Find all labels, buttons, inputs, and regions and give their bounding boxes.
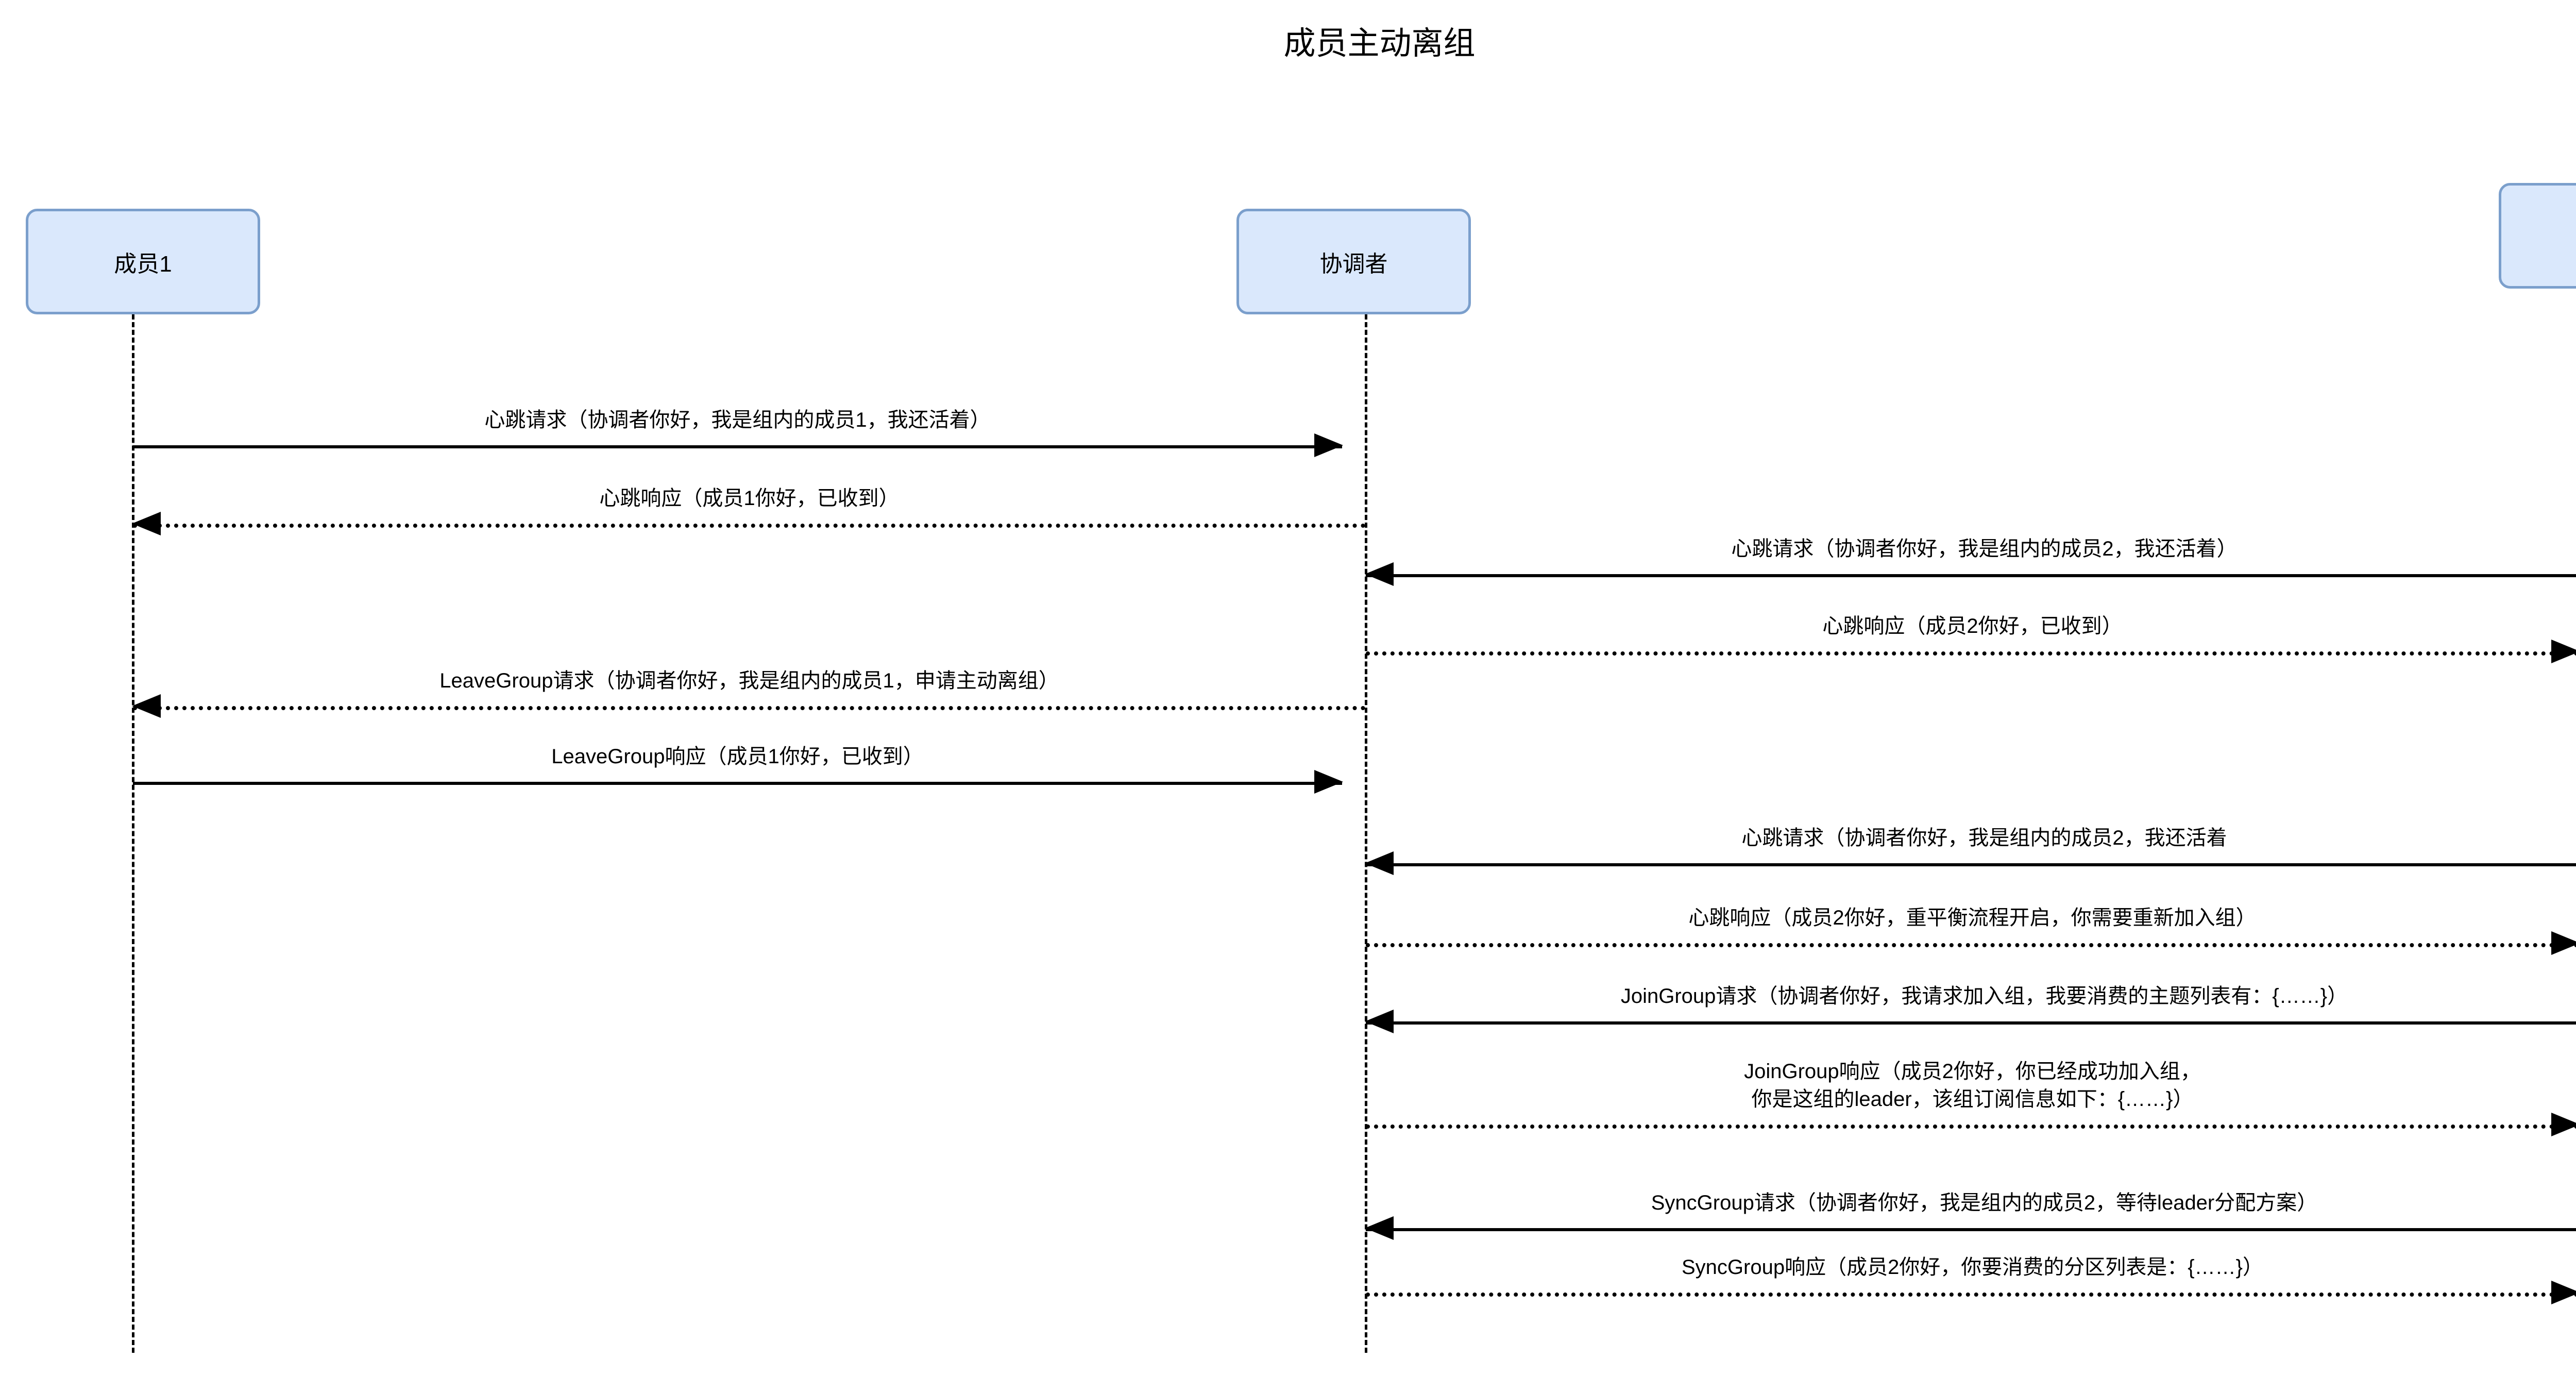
arrowhead-left-icon	[1365, 562, 1394, 586]
lifeline-coordinator	[1365, 314, 1367, 1353]
message-line-7	[1366, 863, 2576, 866]
arrowhead-right-icon	[1314, 770, 1343, 794]
participant-label-member1: 成员1	[114, 251, 172, 277]
message-line-6	[133, 782, 1342, 785]
message-label-7: 心跳请求（协调者你好，我是组内的成员2，我还活着	[1741, 827, 2227, 849]
arrowhead-right-icon	[2551, 931, 2576, 955]
message-label-8: 心跳响应（成员2你好，重平衡流程开启，你需要重新加入组）	[1688, 907, 2257, 929]
message-line-10	[1366, 1125, 2576, 1129]
message-label-3: 心跳请求（协调者你好，我是组内的成员2，我还活着）	[1731, 538, 2238, 560]
message-line-3	[1366, 574, 2576, 577]
arrowhead-right-icon	[2551, 1113, 2576, 1136]
arrowhead-right-icon	[2551, 640, 2576, 663]
message-line-1	[133, 445, 1342, 448]
participant-coordinator[interactable]: 协调者	[1236, 209, 1471, 314]
arrowhead-left-icon	[132, 694, 161, 718]
message-line-2	[133, 524, 1366, 528]
message-line-8	[1366, 943, 2576, 947]
participant-member1[interactable]: 成员1	[26, 209, 260, 314]
message-label-12: SyncGroup响应（成员2你好，你要消费的分区列表是：{……}）	[1681, 1256, 2264, 1279]
message-label-6: LeaveGroup响应（成员1你好，已收到）	[551, 745, 924, 768]
message-line-9	[1366, 1021, 2576, 1025]
message-label-9: JoinGroup请求（协调者你好，我请求加入组，我要消费的主题列表有：{……}…	[1620, 985, 2348, 1008]
arrowhead-right-icon	[1314, 433, 1343, 457]
arrowhead-left-icon	[132, 512, 161, 535]
arrowhead-left-icon	[1365, 1010, 1394, 1033]
message-line-4	[1366, 651, 2576, 656]
message-line-11	[1366, 1228, 2576, 1231]
participant-label-coordinator: 协调者	[1319, 251, 1388, 277]
arrowhead-right-icon	[2551, 1281, 2576, 1304]
participant-member2[interactable]: 成员2	[2499, 183, 2576, 289]
message-label-4: 心跳响应（成员2你好，已收到）	[1822, 615, 2123, 637]
message-line-12	[1366, 1293, 2576, 1297]
message-label-5: LeaveGroup请求（协调者你好，我是组内的成员1，申请主动离组）	[439, 669, 1059, 692]
message-label-10: JoinGroup响应（成员2你好，你已经成功加入组， 你是这组的leader，…	[1744, 1060, 2201, 1111]
lifeline-member1	[132, 314, 134, 1353]
message-label-2: 心跳响应（成员1你好，已收到）	[599, 487, 900, 510]
message-line-5	[133, 706, 1366, 710]
arrowhead-left-icon	[1365, 1216, 1394, 1240]
message-label-11: SyncGroup请求（协调者你好，我是组内的成员2，等待leader分配方案）	[1651, 1192, 2318, 1214]
page-title: 成员主动离组	[1283, 26, 1476, 61]
message-label-1: 心跳请求（协调者你好，我是组内的成员1，我还活着）	[484, 409, 991, 431]
arrowhead-left-icon	[1365, 851, 1394, 875]
